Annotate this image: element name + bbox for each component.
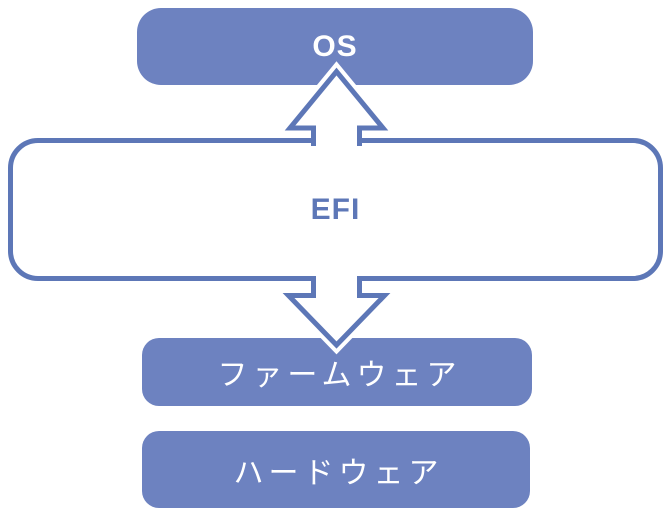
firmware-box: ファームウェア [142, 338, 532, 406]
os-box: OS [137, 8, 533, 85]
os-label: OS [312, 29, 358, 63]
hardware-label: ハードウェア [233, 456, 444, 490]
efi-box: EFI [8, 138, 663, 281]
down-arrow-outline [282, 276, 391, 349]
efi-label: EFI [310, 192, 361, 226]
down-arrow-icon [282, 276, 391, 355]
firmware-label: ファームウェア [217, 359, 462, 392]
hardware-box: ハードウェア [142, 431, 530, 508]
